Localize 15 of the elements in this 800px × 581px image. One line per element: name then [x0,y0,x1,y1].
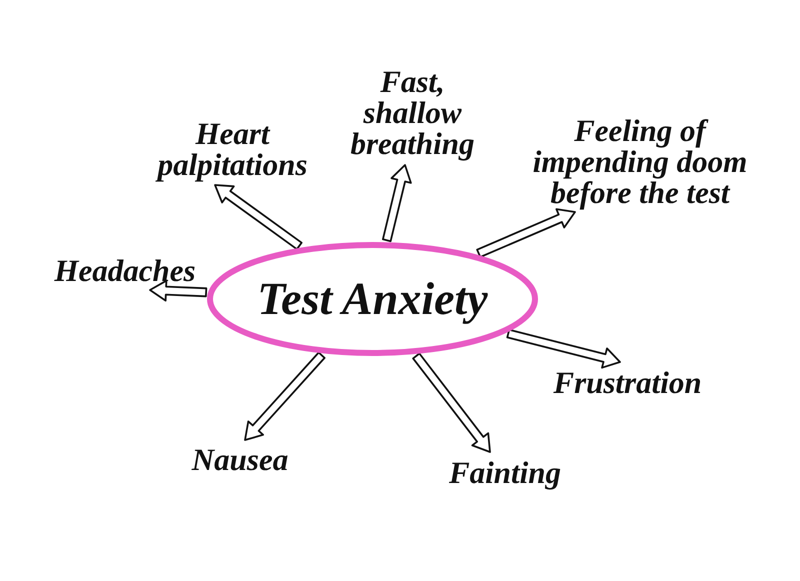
outline-arrow [476,208,576,258]
outline-arrow [149,280,208,302]
central-topic: Test Anxiety [257,276,488,322]
symptom-label: Headaches [54,254,196,286]
symptom-label: Feeling of impending doom before the test [532,114,748,208]
outline-arrow [412,352,491,453]
symptom-label: Nausea [192,444,288,474]
symptom-label: Frustration [553,366,702,398]
outline-arrow [506,328,621,369]
symptom-label: Fainting [449,456,561,488]
symptom-label: Fast, shallow breathing [349,66,476,159]
outline-arrow [244,352,326,441]
outline-arrow [214,184,302,250]
outline-arrow [382,164,412,242]
symptom-label: Heart palpitations [154,118,308,180]
